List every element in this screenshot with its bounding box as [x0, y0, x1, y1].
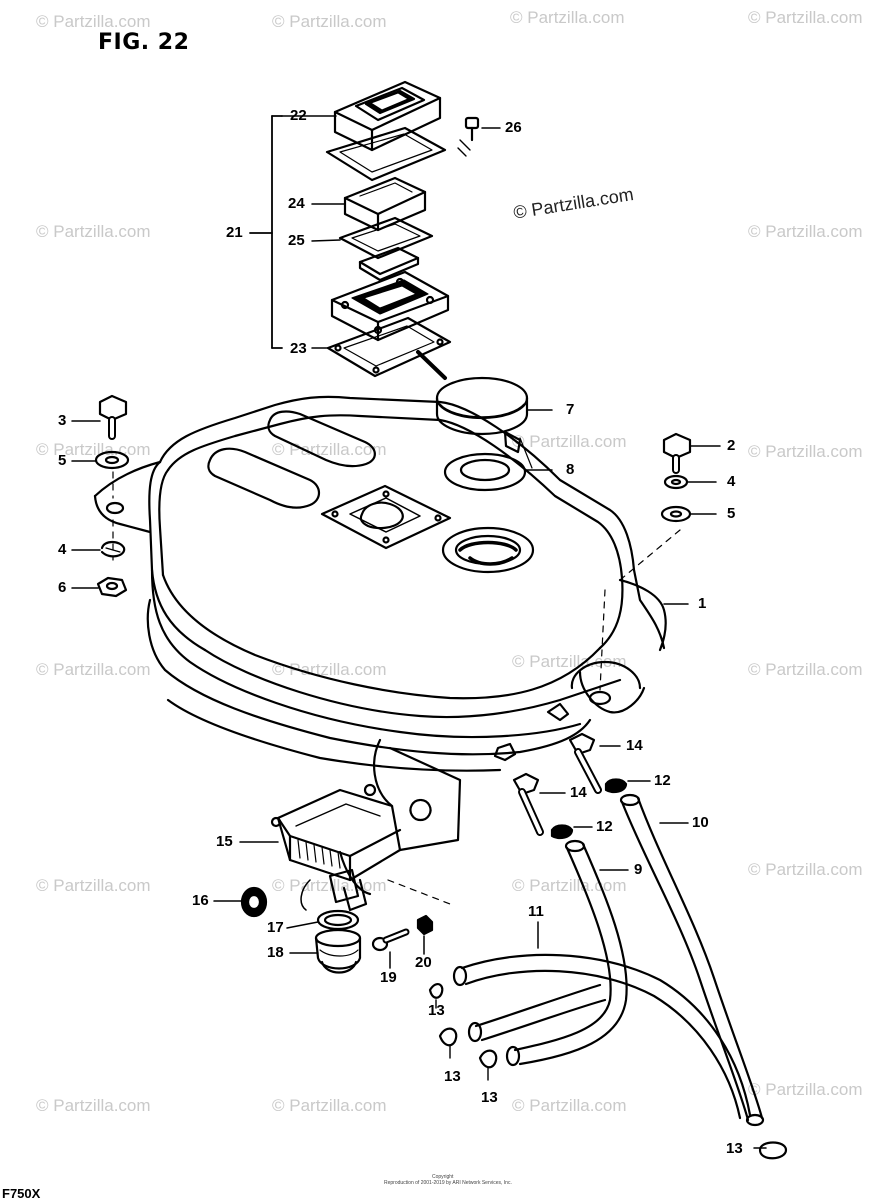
callout-16: 16 [192, 892, 209, 909]
watermark: © Partzilla.com [272, 12, 387, 31]
callout-12-lower: 12 [596, 818, 613, 835]
callout-14-upper: 14 [626, 737, 643, 754]
watermark: © Partzilla.com [748, 860, 863, 879]
part-4-lockwasher-left [100, 540, 126, 558]
part-12-clamp-upper [604, 778, 628, 794]
model-code: F750X [2, 1186, 41, 1201]
callout-17: 17 [267, 919, 284, 936]
part-26-screw [457, 116, 480, 157]
callout-13-c: 13 [481, 1089, 498, 1106]
part-18-strainer [314, 928, 362, 974]
part-23-gasket [326, 316, 452, 378]
part-2-bolt [662, 432, 692, 474]
part-11-hose [452, 953, 752, 1120]
callout-26: 26 [505, 119, 522, 136]
part-14-bolt-lower [512, 772, 544, 836]
callout-3: 3 [58, 412, 67, 429]
part-7-filler-cap [435, 376, 529, 454]
part-4-lockwasher-right [663, 474, 689, 490]
watermark: © Partzilla.com [512, 1096, 627, 1115]
part-valve-base [330, 270, 450, 342]
part-8-ring [443, 452, 527, 492]
part-5-washer-left [94, 450, 130, 470]
watermark: © Partzilla.com [272, 440, 387, 459]
alignment-lines [112, 471, 681, 905]
part-17-oring [316, 909, 360, 931]
callout-11: 11 [528, 903, 544, 920]
callout-23: 23 [290, 340, 307, 357]
callout-25: 25 [288, 232, 305, 249]
callout-4-right: 4 [727, 473, 736, 490]
watermark: © Partzilla.com [748, 8, 863, 27]
assembly-bracket [249, 115, 283, 349]
watermark: © Partzilla.com [748, 222, 863, 241]
callout-1: 1 [698, 595, 707, 612]
part-12-clamp-lower [550, 824, 574, 840]
part-19-screw [371, 928, 410, 952]
callout-19: 19 [380, 969, 397, 986]
callout-5-right: 5 [727, 505, 736, 522]
watermark: © Partzilla.com [36, 660, 151, 679]
callout-13-b: 13 [444, 1068, 461, 1085]
callout-18: 18 [267, 944, 284, 961]
callout-9: 9 [634, 861, 643, 878]
part-valve-insert [358, 246, 420, 282]
callout-15: 15 [216, 833, 233, 850]
callout-13-a: 13 [428, 1002, 445, 1019]
part-10-hose [619, 793, 765, 1127]
watermark: © Partzilla.com [36, 876, 151, 895]
callout-14-lower: 14 [570, 784, 587, 801]
fine-print-line1: Copyright [432, 1174, 454, 1180]
part-25-gasket [338, 216, 434, 260]
watermark: © Partzilla.com [748, 442, 863, 461]
part-22-cover [333, 80, 442, 152]
part-6-nut [96, 576, 128, 598]
callout-4-left: 4 [58, 541, 67, 558]
part-1-fuel-tank [93, 395, 667, 772]
watermark: © Partzilla.com [512, 432, 627, 451]
part-13-clip-d [758, 1141, 788, 1160]
figure-title: FIG. 22 [98, 30, 190, 55]
watermark: © Partzilla.com [748, 660, 863, 679]
callout-10: 10 [692, 814, 709, 831]
part-15-fuel-pump [270, 738, 462, 912]
part-9-hose [505, 839, 628, 1067]
callout-21: 21 [226, 224, 243, 241]
watermark: © Partzilla.com [510, 8, 625, 27]
watermark: © Partzilla.com [272, 660, 387, 679]
watermark: © Partzilla.com [36, 222, 151, 241]
part-16-cap [240, 886, 268, 918]
callout-8: 8 [566, 461, 575, 478]
part-13-clip-c [478, 1049, 498, 1081]
part-24-diaphragm [343, 176, 427, 232]
callout-22: 22 [290, 107, 307, 124]
part-5-washer-right [660, 505, 692, 523]
part-gasket-upper [325, 126, 447, 182]
callout-7: 7 [566, 401, 575, 418]
callout-2: 2 [727, 437, 736, 454]
part-13-clip-a [428, 983, 444, 1009]
callout-6: 6 [58, 579, 67, 596]
part-20-nut [416, 914, 434, 936]
callout-13-d: 13 [726, 1140, 743, 1157]
callout-20: 20 [415, 954, 432, 971]
watermark: © Partzilla.com [272, 876, 387, 895]
part-3-bolt [98, 394, 128, 440]
watermark: © Partzilla.com [272, 1096, 387, 1115]
watermark: © Partzilla.com [36, 12, 151, 31]
callout-5-left: 5 [58, 452, 67, 469]
watermark: © Partzilla.com [512, 652, 627, 671]
callout-12-upper: 12 [654, 772, 671, 789]
callout-24: 24 [288, 195, 305, 212]
part-13-clip-b [438, 1027, 458, 1059]
fine-print-line2: Reproduction of 2001-2019 by ARI Network… [384, 1180, 512, 1186]
part-14-bolt-upper [568, 732, 602, 794]
watermark: © Partzilla.com [748, 1080, 863, 1099]
watermark: © Partzilla.com [36, 1096, 151, 1115]
